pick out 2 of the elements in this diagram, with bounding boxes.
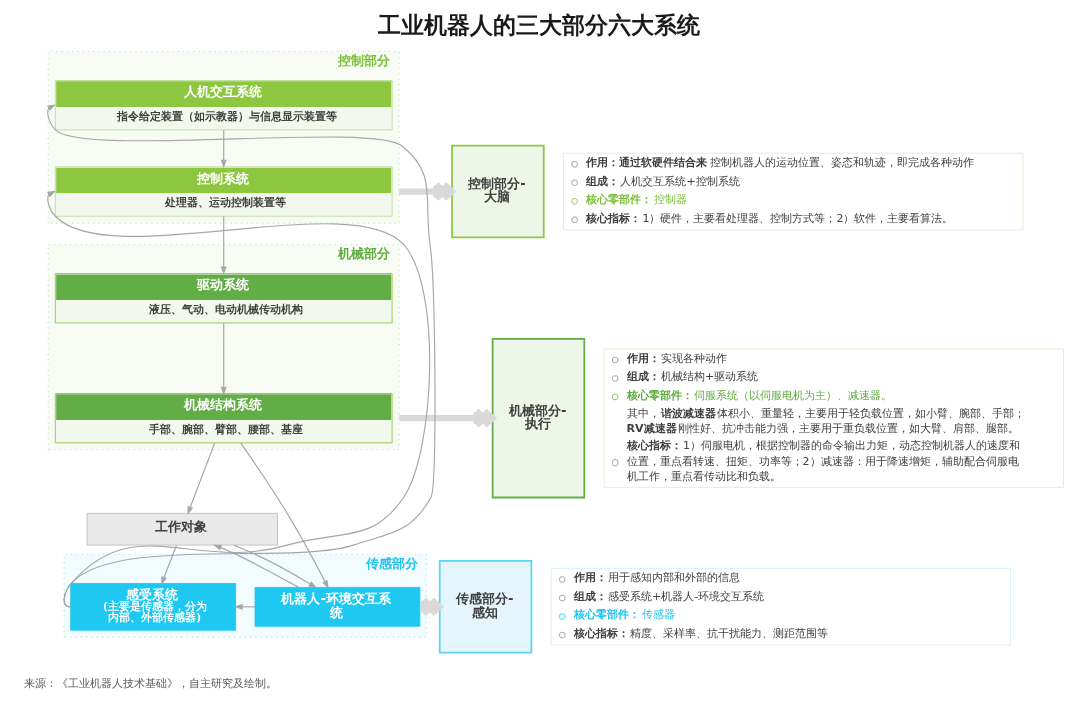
diagram-title: 工业机器人的三大部分六大系统: [377, 11, 700, 38]
label: 来源：《工业机器人技术基础》，自主研究及绘制。: [23, 676, 277, 691]
